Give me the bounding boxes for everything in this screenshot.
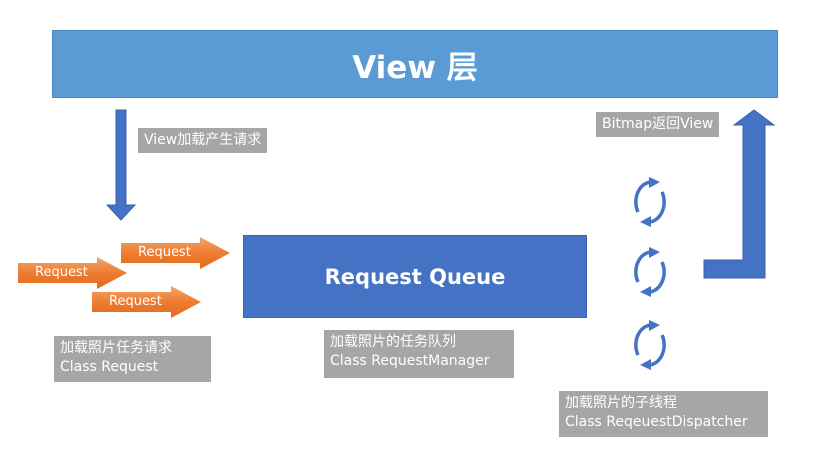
- request-arrow-icon: [121, 237, 230, 269]
- task-request-label: 加载照片任务请求 Class Request: [54, 336, 211, 382]
- request-arrow-icon: [92, 286, 201, 318]
- queue-label-title: 加载照片的任务队列: [330, 334, 456, 350]
- refresh-cycle-icon: [634, 320, 666, 370]
- bitmap-return-label: Bitmap返回View: [596, 112, 720, 137]
- queue-label: 加载照片的任务队列 Class RequestManager: [324, 330, 514, 378]
- refresh-cycle-icon: [634, 177, 666, 227]
- thread-label-title: 加载照片的子线程: [565, 395, 677, 411]
- request-label: Request: [35, 265, 88, 280]
- request-arrow-icon: [18, 257, 127, 289]
- request-queue-box: Request Queue: [243, 235, 587, 318]
- request-label: Request: [109, 294, 162, 309]
- task-request-title: 加载照片任务请求: [60, 340, 172, 356]
- view-layer-bar: View 层: [52, 30, 778, 98]
- task-request-class: Class Request: [60, 359, 159, 375]
- request-label: Request: [138, 245, 191, 260]
- down-arrow-icon: [105, 109, 137, 221]
- request-queue-title: Request Queue: [324, 264, 506, 289]
- view-layer-title: View 层: [352, 49, 478, 86]
- queue-label-class: Class RequestManager: [330, 353, 490, 369]
- view-request-label: View加载产生请求: [138, 128, 268, 153]
- refresh-cycle-icon: [634, 247, 666, 297]
- thread-label-class: Class ReqeuestDispatcher: [565, 414, 748, 430]
- thread-label: 加载照片的子线程 Class ReqeuestDispatcher: [559, 391, 768, 437]
- return-arrow-icon: [703, 109, 776, 279]
